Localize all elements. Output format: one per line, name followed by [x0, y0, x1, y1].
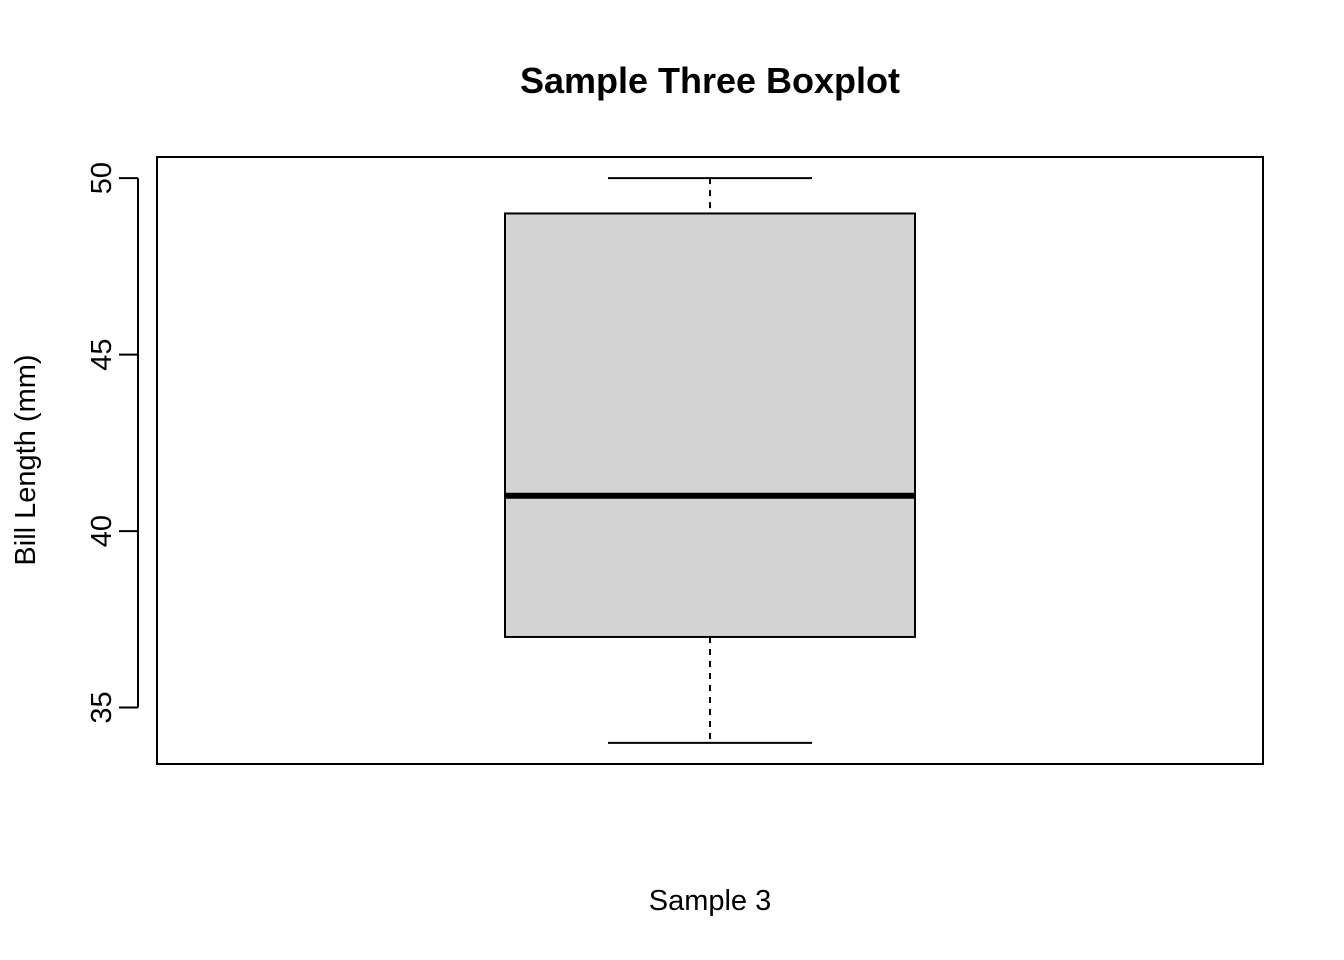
y-tick-label: 50 [86, 162, 118, 194]
box-series [504, 177, 916, 744]
interquartile-box [504, 212, 916, 638]
y-tick-label: 35 [86, 691, 118, 723]
x-axis-label: Sample 3 [649, 885, 772, 917]
chart-title: Sample Three Boxplot [520, 60, 900, 101]
plot-frame [156, 156, 1264, 765]
y-axis-label: Bill Length (mm) [10, 354, 42, 565]
y-axis: 35 40 45 50 [86, 162, 139, 724]
y-tick-label: 45 [86, 338, 118, 370]
y-tick-label: 40 [86, 515, 118, 547]
